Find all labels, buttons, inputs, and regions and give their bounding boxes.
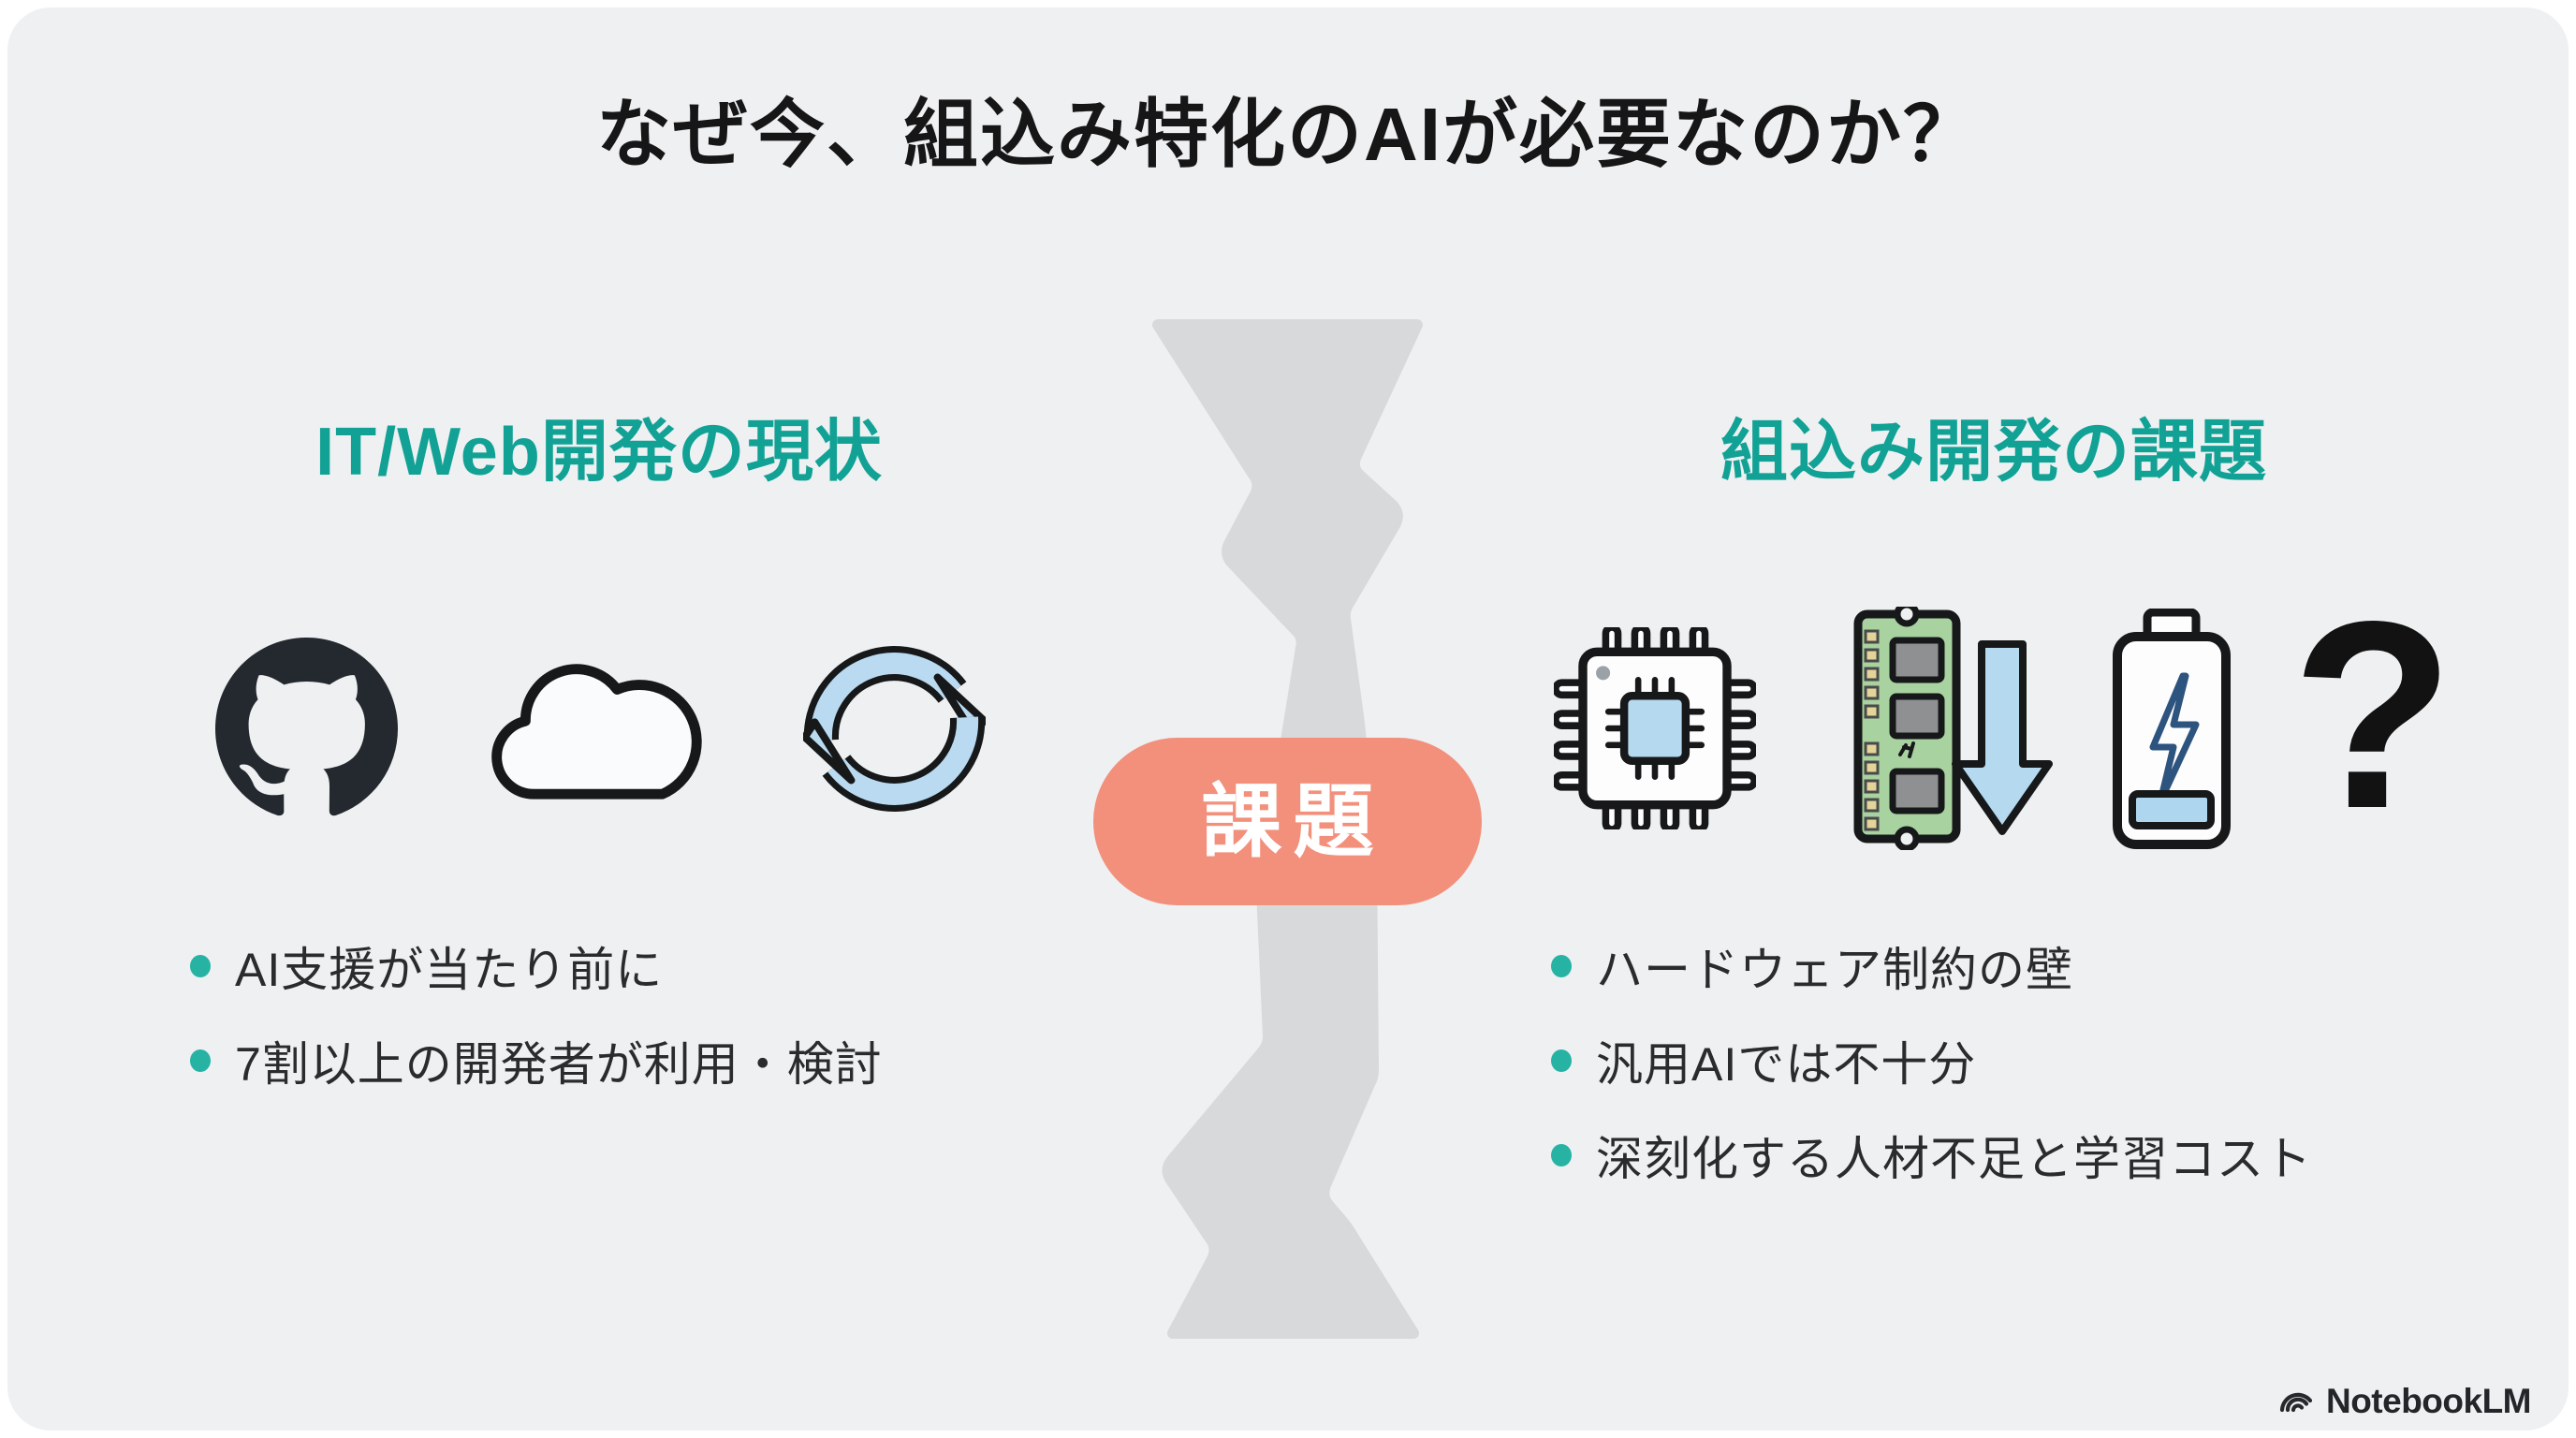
notebooklm-logo-icon: [2279, 1392, 2313, 1413]
github-icon: [215, 638, 398, 816]
bullet-text: 汎用AIでは不十分: [1596, 1037, 1977, 1091]
bullet-dot-icon: [1551, 1143, 1572, 1167]
bullet-text: AI支援が当たり前に: [235, 943, 664, 996]
left-bullet-list: AI支援が当たり前に 7割以上の開発者が利用・検討: [190, 918, 883, 1108]
bullet-dot-icon: [1551, 954, 1572, 977]
right-bullet-list: ハードウェア制約の壁汎用AIでは不十分深刻化する人材不足と学習コスト: [1551, 918, 2312, 1202]
list-item: 深刻化する人材不足と学習コスト: [1551, 1108, 2312, 1202]
bullet-text: ハードウェア制約の壁: [1596, 943, 2073, 996]
ram-down-icon: [1853, 607, 2053, 850]
battery-low-icon: [2113, 609, 2231, 849]
bullet-dot-icon: [1551, 1049, 1572, 1072]
list-item: ハードウェア制約の壁: [1551, 918, 2312, 1013]
bullet-dot-icon: [190, 954, 211, 977]
bullet-dot-icon: [190, 1049, 211, 1072]
bullet-text: 7割以上の開発者が利用・検討: [235, 1037, 883, 1091]
list-item: 7割以上の開発者が利用・検討: [190, 1013, 883, 1108]
list-item: AI支援が当たり前に: [190, 918, 883, 1013]
chip-icon: [1554, 627, 1756, 829]
challenge-pill: 課題: [1093, 738, 1482, 905]
brand-footer: NotebookLM: [2276, 1382, 2532, 1421]
bullet-text: 深刻化する人材不足と学習コスト: [1596, 1132, 2312, 1185]
list-item: 汎用AIでは不十分: [1551, 1013, 2312, 1108]
sync-icon: [803, 646, 986, 812]
cloud-icon: [491, 664, 702, 800]
question-icon: ?: [2291, 566, 2455, 864]
left-column-heading: IT/Web開発の現状: [315, 415, 883, 490]
right-column-heading: 組込み開発の課題: [1720, 415, 2267, 490]
brand-name: NotebookLM: [2325, 1382, 2532, 1420]
challenge-pill-label: 課題: [1201, 776, 1385, 867]
page-title: なぜ今、組込み特化のAIが必要なのか？: [596, 93, 1980, 176]
